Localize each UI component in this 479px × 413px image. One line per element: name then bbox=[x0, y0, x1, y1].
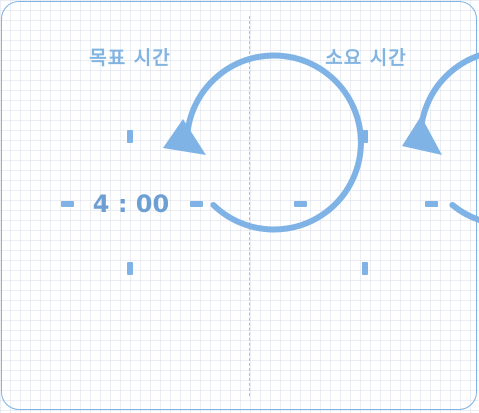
target-time-clock[interactable]: 4 : 00 bbox=[61, 52, 364, 275]
elapsed-time-title: 소요 시간 bbox=[325, 47, 407, 69]
clockwise-arrow-icon bbox=[402, 52, 479, 224]
target-time-value: 4 : 00 bbox=[93, 190, 169, 218]
target-time-title: 목표 시간 bbox=[89, 47, 171, 69]
clockwise-arrow-icon bbox=[163, 52, 364, 233]
clock-tick-icon bbox=[61, 130, 203, 275]
panel-divider bbox=[249, 16, 250, 396]
elapsed-time-clock[interactable] bbox=[294, 51, 479, 275]
clock-tick-icon bbox=[294, 130, 438, 275]
